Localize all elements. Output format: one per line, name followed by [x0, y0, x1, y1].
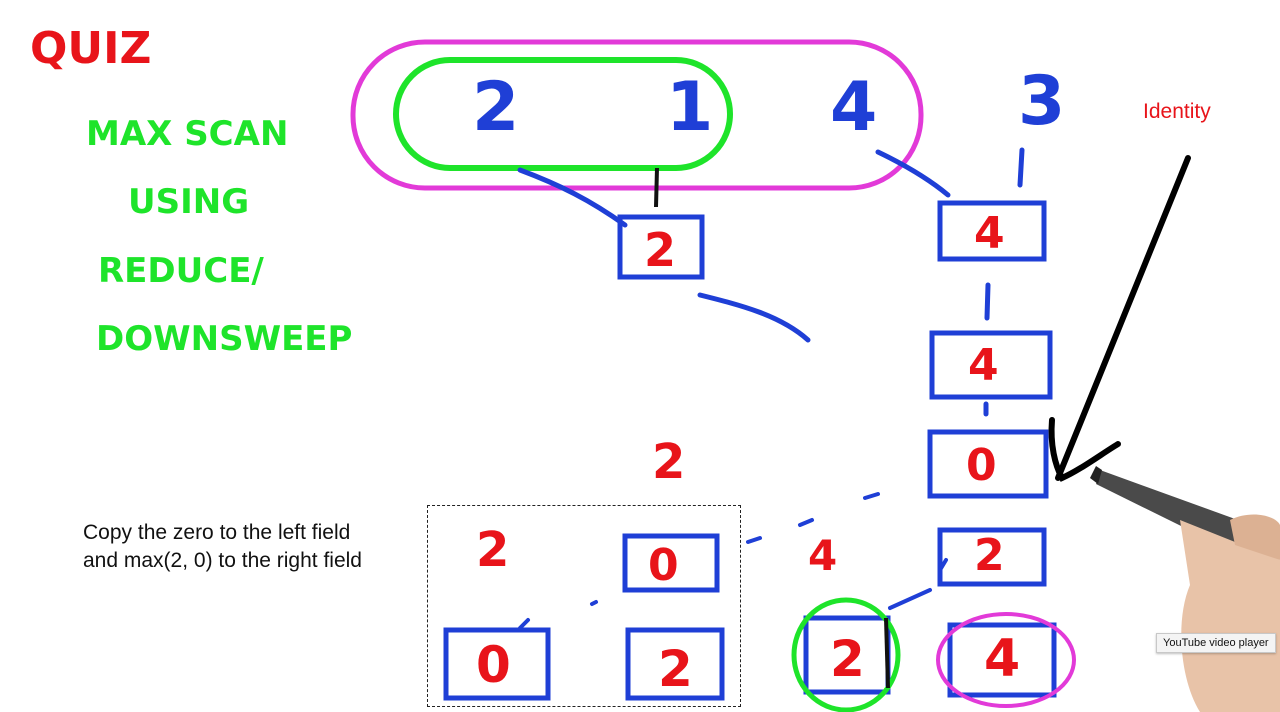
right-spine-boxes — [927, 200, 1057, 698]
downsweep-node-value: 0 — [648, 540, 679, 591]
green-oval-connector — [654, 167, 659, 208]
downsweep-label-four: 4 — [808, 531, 837, 580]
reduce-node-box — [617, 214, 705, 280]
topic-line-4: DOWNSWEEP — [96, 319, 352, 359]
reduce-node-value: 2 — [644, 223, 676, 277]
input-value-3: 4 — [830, 68, 877, 147]
downsweep-label-upper: 2 — [652, 434, 685, 490]
downsweep-focus-box — [427, 505, 741, 707]
input-value-2: 1 — [666, 68, 713, 147]
video-player-tooltip: YouTube video player — [1156, 633, 1276, 653]
hand-with-pen-icon — [1090, 466, 1280, 712]
pair-group-outline — [393, 57, 733, 171]
caption-line-1: Copy the zero to the left field — [83, 521, 351, 544]
input-value-1: 2 — [472, 68, 519, 147]
highlight-circle-magenta — [936, 612, 1076, 708]
identity-label: Identity — [1143, 100, 1211, 123]
highlight-circle-green — [791, 597, 901, 712]
topic-line-3: REDUCE/ — [98, 251, 264, 291]
output-value-2: 2 — [658, 640, 693, 698]
highlight-stroke — [884, 617, 890, 689]
reduce-group-outline — [350, 39, 924, 191]
input-value-4: 3 — [1018, 62, 1065, 141]
spine-node-1: 4 — [974, 208, 1005, 259]
spine-node-4: 2 — [974, 530, 1005, 581]
topic-line-1: MAX SCAN — [86, 114, 288, 154]
spine-node-5: 4 — [984, 629, 1020, 689]
output-value-1: 0 — [476, 636, 511, 694]
quiz-title: QUIZ — [30, 23, 151, 74]
identity-arrow-icon — [1048, 155, 1191, 482]
topic-line-2: USING — [128, 182, 249, 222]
spine-node-3: 0 — [966, 440, 997, 491]
caption: Copy the zero to the left field and max(… — [83, 519, 423, 575]
output-value-3: 2 — [830, 630, 865, 688]
downsweep-node-box — [622, 533, 720, 593]
spine-node-2: 4 — [968, 340, 999, 391]
caption-line-2: and max(2, 0) to the right field — [83, 549, 362, 572]
downsweep-label-left: 2 — [476, 522, 509, 578]
